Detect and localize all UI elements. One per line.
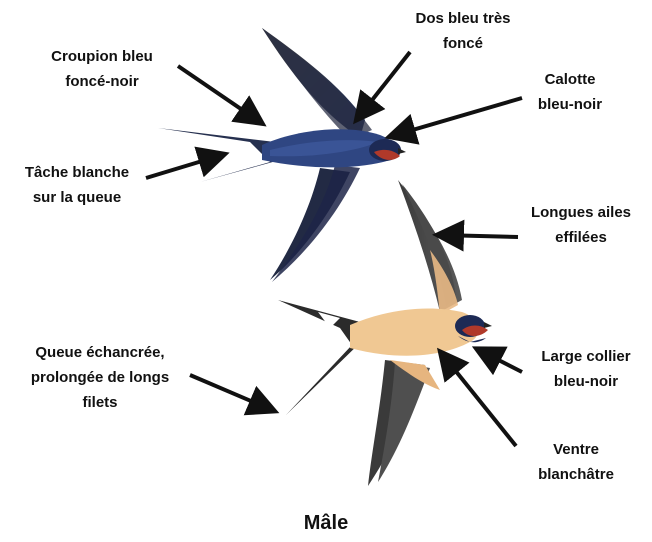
label-ventre: Ventre blanchâtre (516, 437, 636, 487)
arrow-tache (146, 155, 222, 178)
lower-bird-tail (278, 300, 365, 415)
label-ailes: Longues ailes effilées (516, 200, 646, 250)
arrow-queue (190, 375, 272, 410)
label-collier: Large collier bleu-noir (524, 344, 648, 394)
label-queue: Queue échancrée, prolongée de longs file… (0, 340, 200, 415)
upper-bird (158, 28, 406, 282)
arrow-dos (358, 52, 410, 118)
arrow-ailes (440, 235, 518, 237)
arrow-ventre (442, 354, 516, 446)
arrow-croupion (178, 66, 260, 122)
label-calotte: Calotte bleu-noir (520, 67, 620, 117)
label-tache: Tâche blanche sur la queue (2, 160, 152, 210)
caption-male: Mâle (0, 512, 652, 535)
arrow-collier (479, 350, 522, 372)
arrow-calotte (392, 98, 522, 136)
label-croupion: Croupion bleu foncé-noir (32, 44, 172, 94)
label-dos: Dos bleu très foncé (398, 6, 528, 56)
